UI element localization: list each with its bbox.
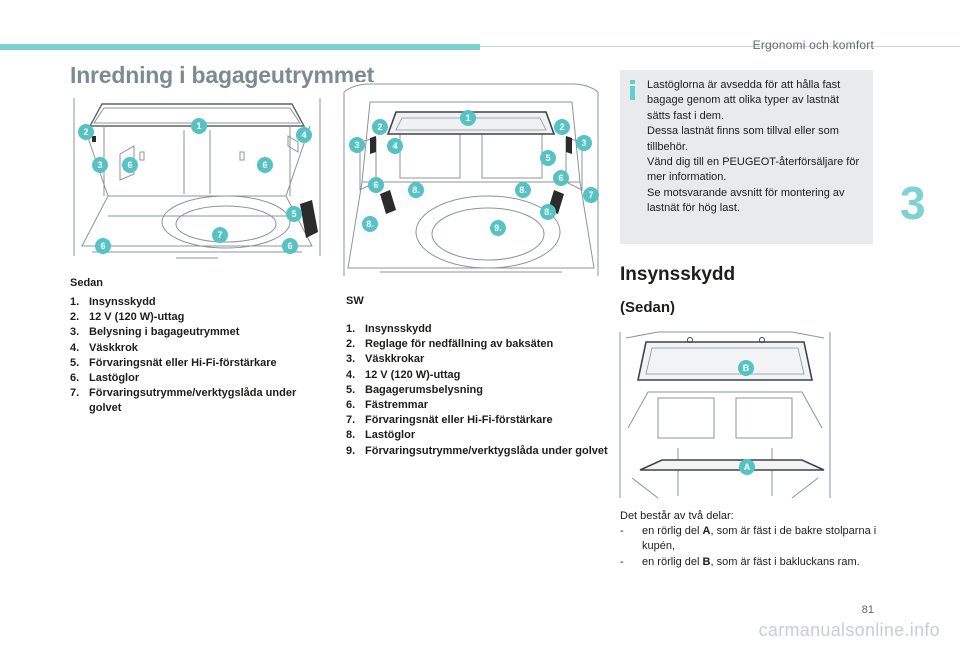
- section-heading: Insynsskydd: [620, 264, 736, 285]
- sedan-callout-number: 1: [196, 121, 201, 131]
- sedan-label: Sedan: [70, 277, 104, 289]
- sedan-trunk-illustration: 1 2 3 4 5 6 6 6 6 7: [68, 96, 326, 266]
- sw-callout-number: 8.: [519, 185, 527, 195]
- list-item: 5.Bagagerumsbelysning: [346, 383, 483, 396]
- list-item: 7.Förvaringsnät eller Hi-Fi-förstärkare: [346, 414, 553, 427]
- sw-callout: [368, 177, 384, 193]
- callout-b: [738, 360, 754, 376]
- sw-callout-number: 6: [558, 173, 563, 183]
- chapter-tab-number: 3: [900, 177, 926, 229]
- sedan-callout: [212, 227, 228, 243]
- info-text: Vänd dig till en PEUGEOT-återförsäljare …: [647, 156, 860, 184]
- sedan-callout: [282, 238, 298, 254]
- sw-callout-number: 4: [392, 141, 397, 151]
- chapter-title: Ergonomi och komfort: [752, 38, 874, 52]
- sw-callout-number: 9.: [494, 223, 502, 233]
- sw-callout: [372, 119, 388, 135]
- sw-callout-number: 2: [377, 122, 382, 132]
- sw-callout: [540, 204, 556, 220]
- list-item: 4.12 V (120 W)-uttag: [346, 368, 461, 381]
- sw-callout: [349, 137, 365, 153]
- sedan-callouts: [78, 118, 312, 254]
- shelf-callouts: [738, 360, 755, 475]
- sw-legend: 1.Insynsskydd 2.Reglage för nedfällning …: [346, 322, 608, 459]
- sw-callout-number: 3: [581, 138, 586, 148]
- callout-a: [739, 459, 755, 475]
- sedan-callout-number: 4: [301, 130, 306, 140]
- sedan-callout-number: 6: [100, 241, 105, 251]
- sw-callout: [490, 220, 506, 236]
- list-item: 6.Fästremmar: [346, 399, 428, 412]
- list-item: 5.Förvaringsnät eller Hi-Fi-förstärkare: [70, 356, 277, 369]
- sedan-callout: [95, 238, 111, 254]
- sedan-callout: [122, 157, 138, 173]
- page-title: Inredning i bagageutrymmet: [70, 62, 375, 88]
- shelf-description: Det består av två delar: -en rörlig del …: [620, 509, 880, 570]
- sw-callout-number: 5: [545, 153, 550, 163]
- section-subheading: (Sedan): [620, 299, 676, 316]
- sedan-callout: [191, 118, 207, 134]
- sw-trunk-illustration: 1 2 2 3 3 4 5 6 6 7 8. 8. 8. 8. 9.: [340, 82, 602, 282]
- list-item: 8.Lastöglor: [346, 429, 416, 442]
- sw-callout: [515, 182, 531, 198]
- sw-callout: [387, 138, 403, 154]
- sedan-callout-number: 6: [287, 241, 292, 251]
- callout-a-label: A: [744, 462, 751, 472]
- sw-callout: [583, 187, 599, 203]
- sedan-callout-number: 5: [291, 209, 296, 219]
- shelf-intro: Det består av två delar:: [620, 510, 734, 522]
- info-text: Se motsvarande avsnitt för montering av …: [647, 186, 845, 215]
- sedan-callout-number: 6: [127, 160, 132, 170]
- sw-callout-number: 8.: [412, 185, 420, 195]
- list-item: 1.Insynsskydd: [70, 296, 156, 308]
- sedan-callout-number: 3: [97, 160, 102, 170]
- sw-callout-number: 7: [588, 190, 593, 200]
- list-item: -en rörlig del A, som är fäst i de bakre…: [620, 525, 877, 553]
- sw-callout-number: 6: [373, 180, 378, 190]
- sw-callout: [460, 110, 476, 126]
- sw-callout-number: 8.: [366, 219, 374, 229]
- sw-callouts: [349, 110, 599, 236]
- sw-label: SW: [346, 295, 364, 307]
- sedan-legend: 1.Insynsskydd 2.12 V (120 W)-uttag 3.Bel…: [70, 295, 330, 417]
- sedan-callout: [296, 127, 312, 143]
- list-item: 3.Belysning i bagageutrymmet: [70, 326, 240, 339]
- sw-callout-number: 2: [559, 122, 564, 132]
- callout-b-label: B: [743, 363, 750, 373]
- list-item: 2.12 V (120 W)-uttag: [70, 311, 185, 324]
- sw-callout-number: 8.: [544, 207, 552, 217]
- sw-callout: [553, 170, 569, 186]
- list-item: 1.Insynsskydd: [346, 323, 432, 335]
- footer-watermark: carmanualsonline.info: [758, 620, 940, 640]
- sedan-callout: [257, 157, 273, 173]
- list-item: 6.Lastöglor: [70, 372, 140, 385]
- sw-callout: [408, 182, 424, 198]
- list-item: 3.Väskkrokar: [346, 353, 425, 366]
- sedan-callout: [78, 124, 94, 140]
- sedan-callout: [286, 206, 302, 222]
- parcel-shelf-illustration: B A: [618, 328, 832, 500]
- header-accent-bar: [0, 44, 480, 50]
- list-item: 7.Förvaringsutrymme/verktygslåda under g…: [70, 387, 297, 415]
- header-rule: [480, 46, 960, 47]
- info-text: Dessa lastnät finns som tillval eller so…: [647, 125, 839, 153]
- sw-callout: [554, 119, 570, 135]
- sw-callout-number: 1: [465, 113, 470, 123]
- list-item: 4.Väskkrok: [70, 341, 138, 354]
- sedan-callout-number: 7: [217, 230, 222, 240]
- sedan-callout: [92, 157, 108, 173]
- sw-callout: [362, 216, 378, 232]
- list-item: -en rörlig del B, som är fäst i baklucka…: [620, 555, 860, 568]
- info-text: Lastöglorna är avsedda för att hålla fas…: [647, 79, 841, 122]
- sw-callout-number: 3: [354, 140, 359, 150]
- sw-callout: [540, 150, 556, 166]
- list-item: 2.Reglage för nedfällning av baksäten: [346, 338, 554, 351]
- sedan-callout-number: 6: [262, 160, 267, 170]
- page-number: 81: [861, 604, 874, 616]
- list-item: 9.Förvaringsutrymme/verktygslåda under g…: [346, 444, 608, 457]
- sedan-callout-number: 2: [83, 127, 88, 137]
- info-box: Lastöglorna är avsedda för att hålla fas…: [620, 70, 873, 244]
- sw-callout: [576, 135, 592, 151]
- info-icon: [627, 80, 639, 100]
